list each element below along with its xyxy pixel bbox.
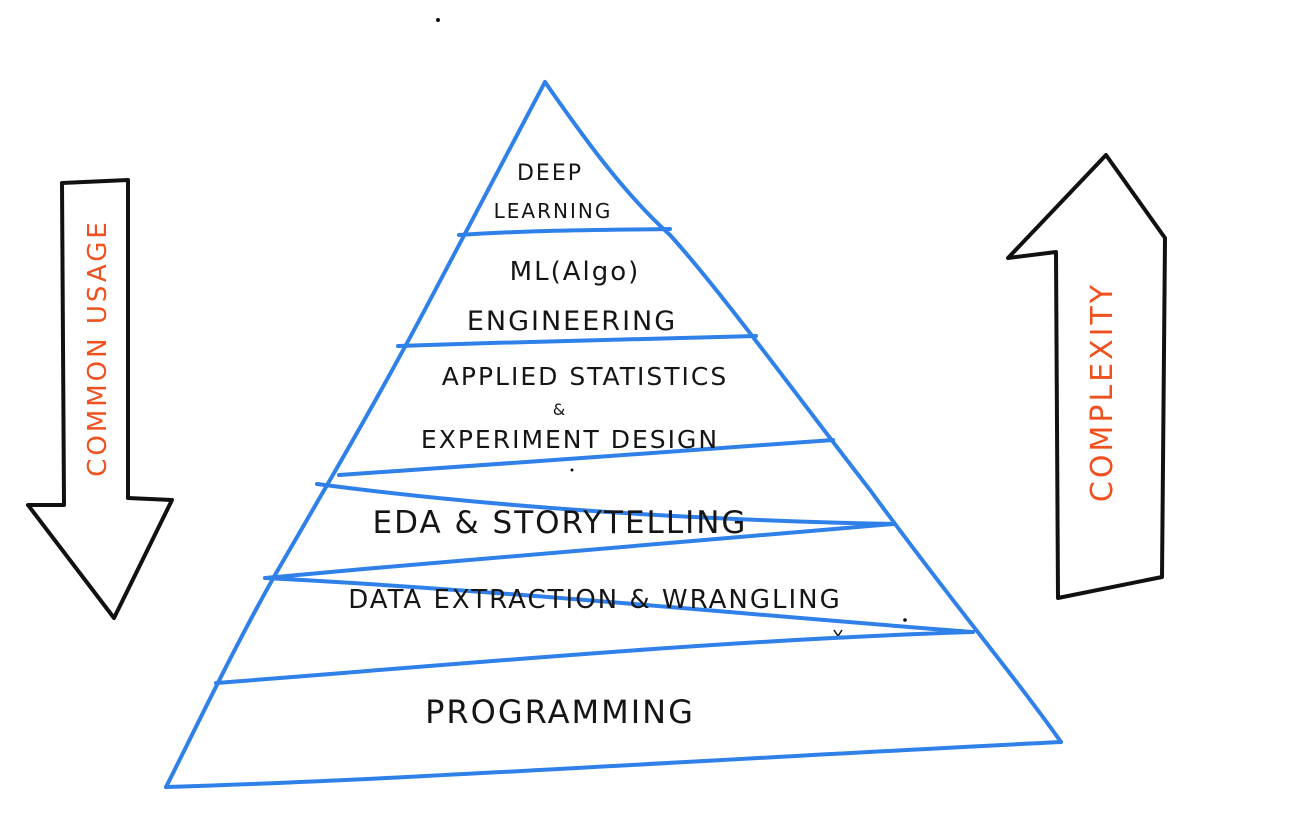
layer-divider (396, 334, 758, 348)
layer-divider (337, 438, 835, 477)
layer-label: EXPERIMENT DESIGN (421, 425, 719, 454)
layer-label: ML(Algo) (510, 257, 641, 287)
layer-labels: DEEP LEARNING ML(Algo) ENGINEERING APPLI… (348, 161, 842, 731)
stray-dot (903, 618, 907, 622)
layer-label: PROGRAMMING (425, 693, 695, 731)
stray-dot (436, 18, 440, 22)
layer-divider (263, 522, 895, 580)
common-usage-arrow: COMMON USAGE (26, 178, 174, 620)
pyramid-outline (164, 80, 547, 789)
down-arrow-icon (26, 178, 174, 620)
complexity-arrow: COMPLEXITY (1006, 153, 1167, 600)
layer-label: DEEP (517, 161, 583, 186)
layer-label: DATA EXTRACTION & WRANGLING (348, 585, 842, 615)
pyramid (164, 80, 1063, 789)
complexity-label: COMPLEXITY (1085, 282, 1120, 502)
stray-mark (833, 629, 843, 638)
layer-label: APPLIED STATISTICS (442, 362, 728, 391)
layer-label: ENGINEERING (467, 306, 677, 337)
common-usage-label: COMMON USAGE (83, 219, 113, 477)
layer-label: LEARNING (494, 199, 613, 223)
stray-dot (570, 468, 574, 472)
layer-divider (315, 482, 895, 526)
up-arrow-icon (1006, 153, 1167, 600)
layer-label: & (553, 400, 567, 419)
layer-divider (457, 227, 672, 237)
pyramid-outline (543, 80, 1063, 744)
layer-label: EDA & STORYTELLING (373, 505, 748, 541)
pyramid-base (164, 740, 1063, 789)
layer-divider (263, 576, 975, 634)
layer-divider (214, 630, 975, 685)
